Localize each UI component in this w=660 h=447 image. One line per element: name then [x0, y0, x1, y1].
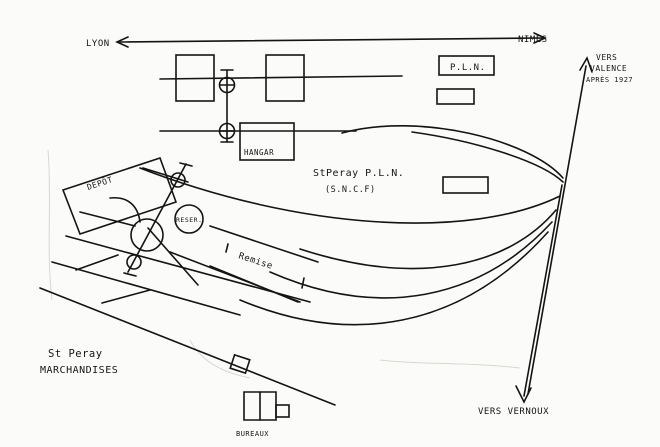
label-station-sncf: (S.N.C.F): [325, 185, 376, 195]
arrow-right-icon: [533, 32, 547, 44]
converging-tracks: [139, 125, 564, 326]
remise-shed: [209, 225, 319, 303]
label-hangar: HANGAR: [244, 148, 274, 157]
label-remise: Remise: [237, 251, 274, 271]
hangar-building: [239, 122, 295, 161]
turntable-group: [123, 162, 193, 277]
turntable-small-bottom: [126, 254, 142, 270]
hangar-track: [159, 122, 357, 161]
label-vers-valence-2: VALENCE: [590, 64, 627, 73]
arrow-up-icon: [579, 56, 593, 73]
main-line-lyon-nimes: [115, 32, 547, 48]
bureaux-building: [229, 353, 290, 421]
paper-bleed-through: [47, 149, 521, 379]
depot-building: [61, 156, 178, 236]
building-left: [175, 54, 215, 102]
label-station-name: StPeray P.L.N.: [313, 168, 404, 179]
label-pln: P.L.N.: [450, 63, 486, 73]
station-building: [442, 176, 489, 194]
small-building: [436, 88, 475, 105]
building-center: [265, 54, 305, 102]
turntable-large: [130, 218, 164, 252]
label-vers-valence-1: VERS: [596, 53, 617, 62]
pln-building: [438, 55, 495, 76]
label-bureaux: BUREAUX: [236, 430, 269, 438]
label-vers-valence-3: APRÈS 1927: [586, 75, 633, 84]
label-reservoir: RESER.: [176, 216, 202, 224]
label-lyon: LYON: [86, 39, 110, 49]
arrow-left-icon: [115, 36, 129, 48]
label-depot: DEPÔT: [85, 173, 114, 192]
turntable-small-top: [170, 172, 186, 188]
label-nimes: NIMES: [518, 35, 548, 45]
junction-lines: [515, 56, 593, 404]
label-marchandises-1: St Peray: [48, 348, 103, 360]
label-marchandises-2: MARCHANDISES: [40, 365, 118, 376]
arrow-down-icon: [515, 385, 532, 404]
reservoir: [174, 204, 204, 234]
label-vers-vernoux: VERS VERNOUX: [478, 407, 549, 417]
